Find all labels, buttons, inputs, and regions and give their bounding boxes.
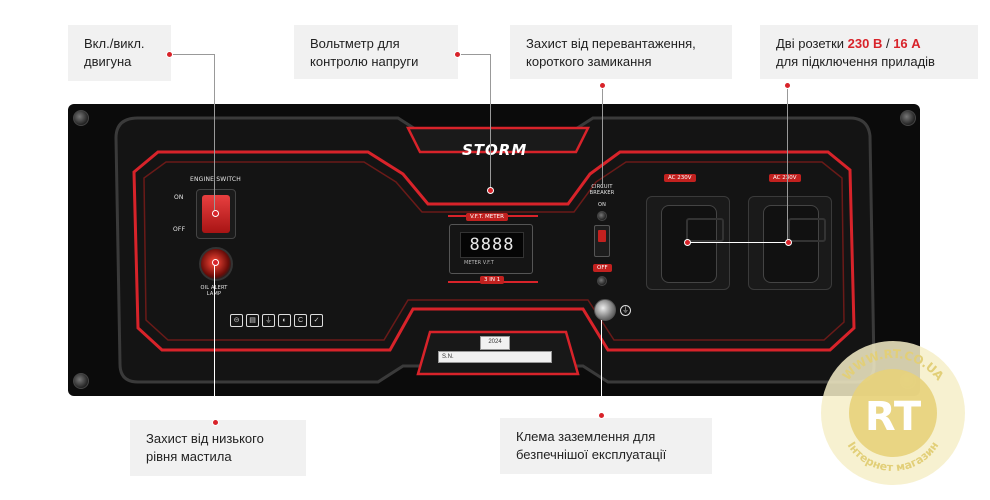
connector-line [214,262,215,419]
hinge [788,218,826,242]
ac-label-1: AC 230V [664,174,696,182]
rt-watermark-logo: RT WWW.RT.CO.UA Інтернет магазин [821,341,965,485]
meter-caption: METER V.F.T [464,260,494,266]
connector-dot [212,419,219,426]
certification-icons: ⊝ ▤ ⏚ ◐ C ✓ [230,314,323,327]
screw-icon [73,373,89,389]
circuit-breaker-label: CIRCUIT BREAKER [589,184,615,196]
connector-dot [212,259,219,266]
callout-text-prefix: Дві розетки [776,36,848,51]
manual-icon: ▤ [246,314,259,327]
ground-terminal[interactable] [594,299,616,321]
callout-text: рівня мастила [146,449,232,464]
breaker-off-label: OFF [593,264,612,272]
connector-dot [487,187,494,194]
connector-dot [212,210,219,217]
serial-plate: S.N. [438,351,552,363]
warning-icon: ⊝ [230,314,243,327]
breaker-on-label: ON [598,202,607,208]
callout-engine-switch: Вкл./викл. двигуна [68,25,171,81]
screw-icon [597,276,607,286]
circuit-breaker[interactable] [594,225,610,257]
callout-text: Захист від перевантаження, [526,36,696,51]
brand-logo: STORM [462,141,528,159]
check-icon: ✓ [310,314,323,327]
screw-icon [900,110,916,126]
connector-line [458,54,490,55]
engine-switch-label: ENGINE SWITCH [190,176,242,183]
screw-icon [597,211,607,221]
callout-text: Дві розетки 230 В / 16 А [776,35,962,53]
connector-dot [684,239,691,246]
connector-line [602,85,603,188]
callout-text: Вольтметр для [310,36,400,51]
gloves-icon: ◐ [278,314,291,327]
callout-text: короткого замикання [526,54,652,69]
callout-ground-terminal: Клема заземлення для безпечнішої експлуа… [500,418,712,474]
socket-1[interactable] [646,196,730,290]
connector-dot [599,82,606,89]
callout-sockets: Дві розетки 230 В / 16 А для підключення… [760,25,978,79]
connector-dot [454,51,461,58]
ce-icon: C [294,314,307,327]
on-label: ON [174,194,184,201]
oil-alert-label: OIL ALERT LAMP [200,285,228,297]
callout-text: Клема заземлення для [516,429,656,444]
connector-dot [598,412,605,419]
off-label: OFF [173,226,186,233]
callout-oil-protection: Захист від низького рівня мастила [130,420,306,476]
connector-line [601,320,602,412]
voltmeter-display: 8888 [460,232,524,258]
connector-line [787,85,788,240]
callout-text: двигуна [84,54,132,69]
connector-line [688,242,786,243]
callout-text: контролю напруги [310,54,419,69]
three-in-one-label: 3 IN 1 [480,276,505,284]
watermark-logo-text: RT [865,394,922,440]
callout-voltmeter: Вольтметр для контролю напруги [294,25,458,79]
connector-dot [166,51,173,58]
vft-meter-label: V.F.T. METER [466,213,508,221]
breaker-toggle[interactable] [598,230,606,242]
connector-line [170,54,214,55]
separator: / [882,36,894,51]
year-plate: 2024 [480,336,510,350]
voltage-value: 230 В [847,36,883,51]
connector-line [490,54,491,188]
callout-text: Захист від низького [146,431,264,446]
connector-dot [784,82,791,89]
ground-icon: ⏚ [620,305,631,316]
current-value: 16 А [893,36,921,51]
screw-icon [73,110,89,126]
ac-label-2: AC 230V [769,174,801,182]
earth-icon: ⏚ [262,314,275,327]
hinge [686,218,724,242]
callout-text: безпечнішої експлуатації [516,447,667,462]
callout-circuit-protection: Захист від перевантаження, короткого зам… [510,25,732,79]
connector-dot [785,239,792,246]
callout-text: для підключення приладів [776,54,935,69]
callout-text: Вкл./викл. [84,36,145,51]
oil-alert-lamp [199,247,233,281]
voltmeter: 8888 METER V.F.T [449,224,533,274]
connector-line [214,54,215,210]
